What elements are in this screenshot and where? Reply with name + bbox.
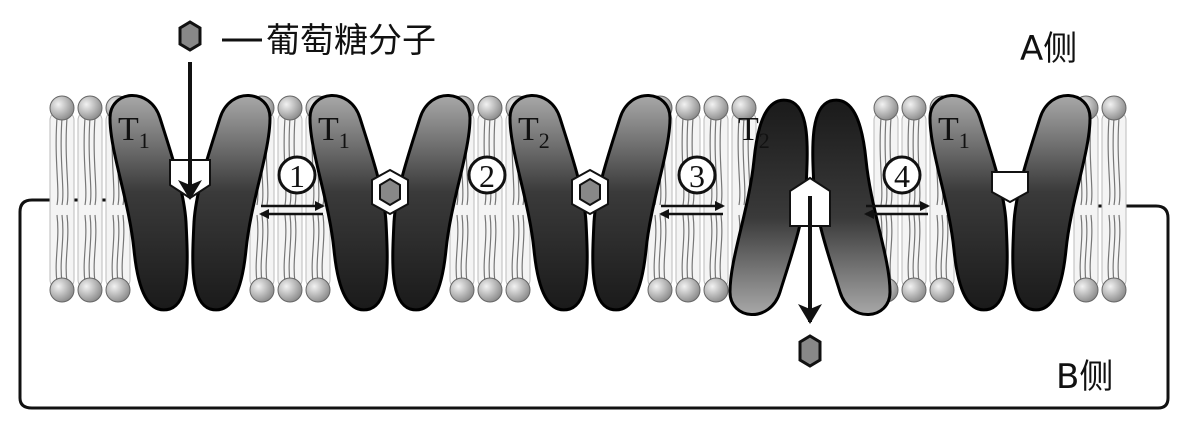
lipid-head-top [873,95,899,121]
phospholipid [477,95,503,303]
transporter-3: T2 [508,93,672,312]
side-b-label: B侧 [1056,357,1113,397]
lipid-head-bottom [277,277,303,303]
bound-glucose-icon [579,177,601,207]
transporter-label: T1 [118,111,150,153]
transporter-label: T1 [318,111,350,153]
lipid-head-top [77,95,103,121]
circulation-loop [18,198,1170,410]
phospholipid [77,95,103,303]
lipid-head-bottom [449,277,475,303]
lipid-head-top [477,95,503,121]
lipid-head-top [1101,95,1127,121]
transporter-label: T2 [738,111,770,153]
lipid-head-bottom [77,277,103,303]
lipid-head-top [703,95,729,121]
lipid-head-bottom [105,277,131,303]
step-2: 2 [467,155,507,195]
phospholipid [1101,95,1127,303]
lipid-head-bottom [49,277,75,303]
lipid-head-top [277,95,303,121]
released-glucose-icon [798,334,822,368]
lipid-head-bottom [929,277,955,303]
phospholipid [703,95,729,303]
lipid-head-top [901,95,927,121]
transporters: T1 T1 T2 T2 T1 [108,93,1092,317]
lipid-head-bottom [305,277,331,303]
side-a-label: A侧 [1020,29,1077,69]
lipid-head-bottom [1101,277,1127,303]
step-markers: 1 2 3 4 [259,155,930,219]
svg-text:3: 3 [689,158,705,194]
phospholipid [675,95,701,303]
phospholipid [277,95,303,303]
lipid-head-bottom [675,277,701,303]
lipid-head-bottom [477,277,503,303]
lipid-head-top [49,95,75,121]
bound-glucose-icon [379,177,401,207]
phospholipid [49,95,75,303]
transporter-2: T1 [308,93,472,312]
transporter-5: T1 [928,93,1092,312]
lipid-head-bottom [249,277,275,303]
phospholipid [901,95,927,303]
step-3: 3 [659,155,725,219]
lipid-head-bottom [901,277,927,303]
binding-pocket [991,171,1029,204]
svg-text:2: 2 [479,158,495,194]
lipid-head-bottom [647,277,673,303]
glucose-legend-label: 葡萄糖分子 [266,21,436,61]
transporter-label: T1 [938,111,970,153]
lipid-head-top [675,95,701,121]
svg-text:4: 4 [894,158,910,194]
lipid-head-top [731,95,757,121]
lipid-head-bottom [703,277,729,303]
svg-text:1: 1 [289,158,305,194]
transporter-label: T2 [518,111,550,153]
step-1: 1 [259,155,325,219]
lipid-head-bottom [505,277,531,303]
glucose-legend-icon [178,20,202,52]
lipid-head-bottom [1073,277,1099,303]
step-4: 4 [864,155,930,219]
